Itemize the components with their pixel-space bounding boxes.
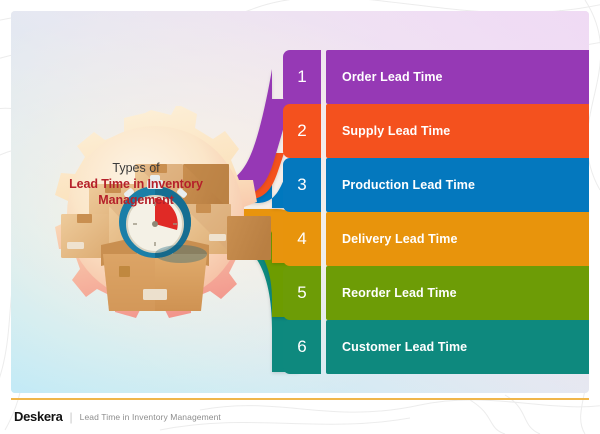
row-number-tab: 6 bbox=[283, 320, 321, 374]
row-label: Production Lead Time bbox=[342, 178, 476, 192]
row-label-box[interactable]: Reorder Lead Time bbox=[326, 266, 589, 320]
center-title: Types of Lead Time in Inventory Manageme… bbox=[51, 161, 221, 207]
row-number-tab: 1 bbox=[283, 50, 321, 104]
row-label-box[interactable]: Customer Lead Time bbox=[326, 320, 589, 374]
row-label-box[interactable]: Supply Lead Time bbox=[326, 104, 589, 158]
row-label-box[interactable]: Production Lead Time bbox=[326, 158, 589, 212]
row-label: Reorder Lead Time bbox=[342, 286, 457, 300]
row-number: 2 bbox=[297, 121, 307, 140]
row-number-tab: 2 bbox=[283, 104, 321, 158]
row-number-tab: 5 bbox=[283, 266, 321, 320]
ribbon-1 bbox=[233, 55, 299, 194]
row-number: 3 bbox=[297, 175, 307, 194]
row-label: Supply Lead Time bbox=[342, 124, 451, 138]
row-number-tab: 3 bbox=[283, 158, 321, 212]
title-line-2: Lead Time in Inventory bbox=[69, 176, 203, 191]
row-number: 4 bbox=[297, 229, 307, 248]
infographic-card: Types of Lead Time in Inventory Manageme… bbox=[11, 11, 589, 393]
footer-divider-rule bbox=[11, 398, 589, 400]
row-number-tab: 4 bbox=[283, 212, 321, 266]
title-line-3: Management bbox=[98, 192, 174, 207]
row-label: Order Lead Time bbox=[342, 70, 443, 84]
row-label-box[interactable]: Order Lead Time bbox=[326, 50, 589, 104]
row-label: Delivery Lead Time bbox=[342, 232, 458, 246]
row-number: 1 bbox=[297, 67, 307, 86]
row-label-box[interactable]: Delivery Lead Time bbox=[326, 212, 589, 266]
gear-illustration-cluster bbox=[31, 106, 271, 341]
stopwatch-icon bbox=[119, 175, 207, 263]
title-line-1: Types of bbox=[112, 161, 160, 175]
footer-caption: Lead Time in Inventory Management bbox=[79, 411, 221, 422]
row-number: 6 bbox=[297, 337, 307, 356]
footer: Deskera | Lead Time in Inventory Managem… bbox=[0, 398, 600, 434]
ribbon-3 bbox=[233, 131, 299, 208]
deskera-logo[interactable]: Deskera bbox=[14, 409, 63, 424]
row-number: 5 bbox=[297, 283, 307, 302]
footer-pipe-divider: | bbox=[69, 409, 73, 424]
row-label: Customer Lead Time bbox=[342, 340, 468, 354]
